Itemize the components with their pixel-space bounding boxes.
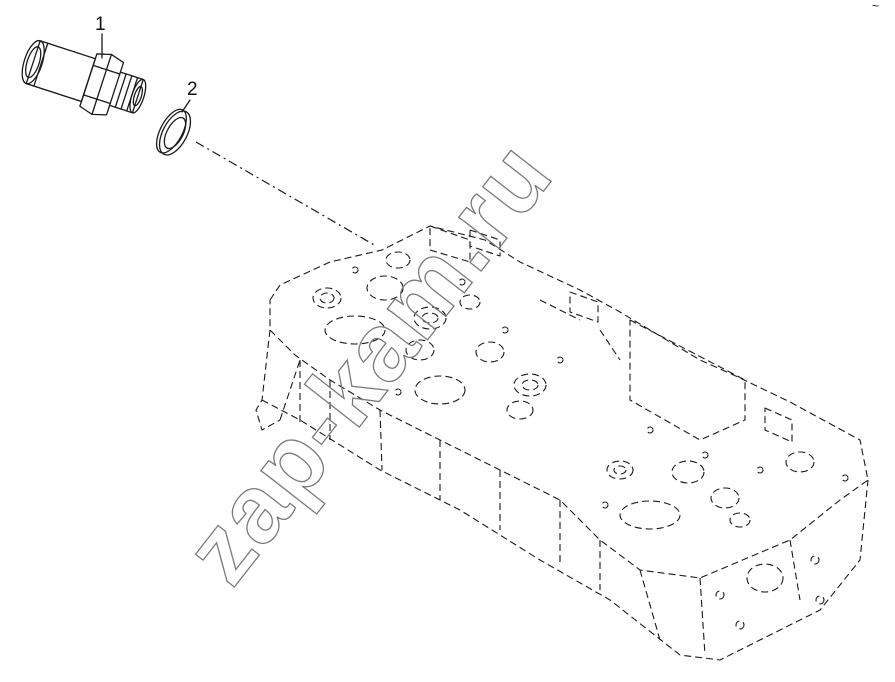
cylinder-head <box>255 225 869 661</box>
assembly-axis-line <box>195 141 377 247</box>
callout-2-number: 2 <box>187 79 198 100</box>
callout-2: 2 <box>181 79 198 113</box>
callout-1: 1 <box>95 14 106 59</box>
callout-1-number: 1 <box>95 14 106 35</box>
corner-mark: ~ <box>872 0 879 13</box>
watermark: zap-kam.ru <box>164 122 573 603</box>
part-1-threaded-connector[interactable] <box>15 29 153 128</box>
part-2-sealing-washer[interactable] <box>150 105 196 160</box>
